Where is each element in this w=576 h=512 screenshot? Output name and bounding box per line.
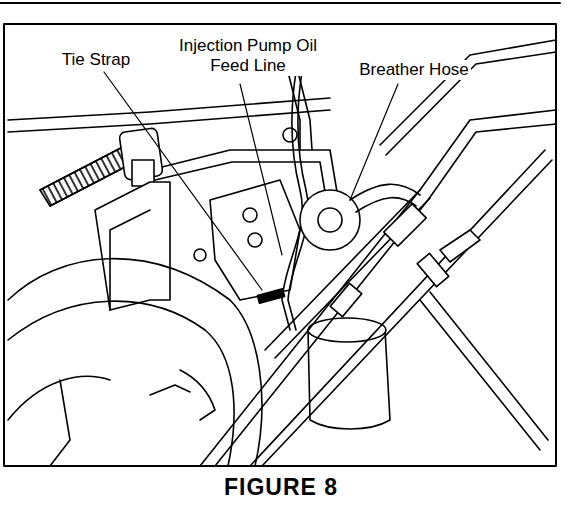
connector (440, 230, 480, 262)
clamp (180, 370, 215, 420)
cable (215, 124, 556, 466)
figure-frame (4, 24, 556, 466)
breather-hose (350, 184, 420, 200)
leader-line (104, 72, 262, 290)
rod (265, 190, 420, 350)
tube (8, 110, 330, 132)
leader-line (240, 84, 282, 255)
bolt (243, 208, 257, 222)
bolt (194, 249, 206, 261)
rod-end (384, 204, 426, 246)
top-rule (0, 2, 560, 4)
rod (275, 198, 430, 358)
rod-clip (330, 283, 362, 316)
bracket (50, 380, 70, 466)
leader-line (350, 84, 398, 200)
connector (417, 253, 449, 286)
bolt (283, 128, 297, 142)
oil-filter-top (308, 318, 386, 342)
tube (8, 98, 330, 120)
figure-caption: FIGURE 8 (224, 474, 338, 501)
cable (250, 150, 545, 466)
clamp (150, 385, 190, 395)
cable (200, 110, 556, 466)
duct (8, 376, 110, 420)
duct (8, 301, 234, 466)
spring-hose (40, 128, 170, 310)
part-label: Tie Strap (60, 50, 132, 70)
part-label: Injection Pump Oil Feed Line (176, 36, 320, 76)
oil-feed-line (288, 72, 308, 330)
oil-feed-line (282, 72, 302, 330)
cable (420, 292, 548, 450)
bolt (248, 233, 262, 247)
tie-strap (257, 289, 284, 303)
pump-body (210, 180, 300, 300)
part-label: Breather Hose (357, 60, 471, 80)
pulley-hub (318, 208, 342, 232)
